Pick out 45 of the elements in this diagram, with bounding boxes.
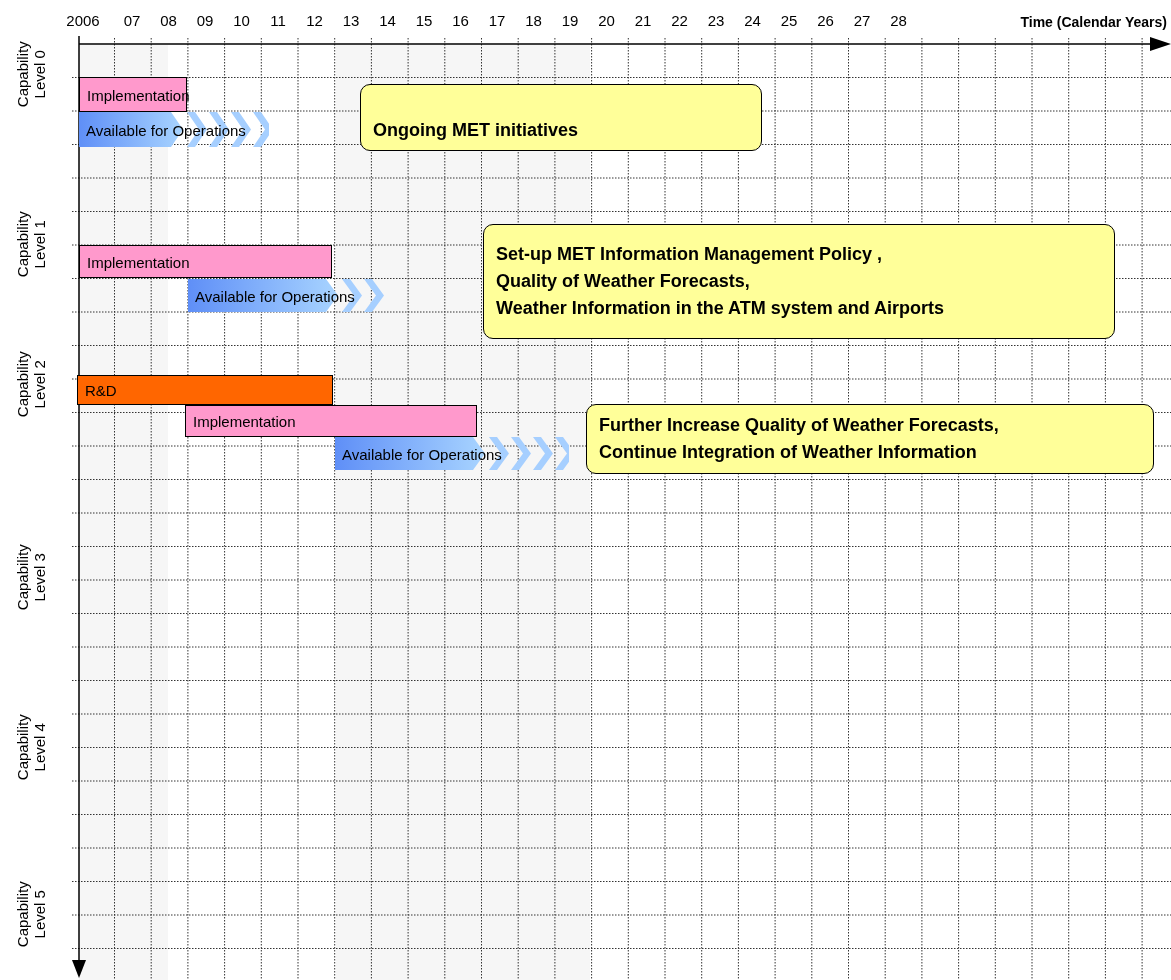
year-label: 26 xyxy=(817,12,834,29)
year-label: 08 xyxy=(160,12,177,29)
note-box xyxy=(360,84,762,151)
year-label: 2006 xyxy=(66,12,100,29)
year-label: 10 xyxy=(233,12,250,29)
year-label: 15 xyxy=(415,12,433,29)
note-box xyxy=(586,404,1154,474)
year-label: 25 xyxy=(780,12,798,29)
year-label: 13 xyxy=(342,12,360,29)
year-label: 11 xyxy=(270,12,286,29)
bar-label: Available for Operations xyxy=(86,121,246,138)
bar-label: Available for Operations xyxy=(342,445,502,462)
year-label: 09 xyxy=(196,12,214,29)
year-label: 28 xyxy=(890,12,907,29)
note-text: Ongoing MET initiatives xyxy=(373,119,578,142)
year-label: 17 xyxy=(488,12,506,29)
bar-label: Implementation xyxy=(193,412,296,430)
year-label: 18 xyxy=(525,12,542,29)
bar-label: Implementation xyxy=(87,253,190,270)
bar-label: Available for Operations xyxy=(195,287,355,304)
year-label: 20 xyxy=(598,12,615,29)
bar-label: R&D xyxy=(85,381,117,399)
year-label: 19 xyxy=(561,12,579,29)
row-label: Capability Level 1 xyxy=(13,210,49,280)
year-label: 27 xyxy=(853,12,871,29)
row-label: Capability Level 5 xyxy=(13,880,49,950)
timeline-bar xyxy=(185,405,477,437)
row-label: Capability Level 3 xyxy=(13,543,49,613)
note-box xyxy=(483,224,1115,339)
year-label: 16 xyxy=(452,12,469,29)
timeline-bar xyxy=(77,375,333,405)
year-label: 21 xyxy=(634,12,652,29)
axis-title: Time (Calendar Years) xyxy=(1020,14,1167,30)
timeline-bar xyxy=(79,245,332,278)
year-label: 07 xyxy=(123,12,141,29)
row-label: Capability Level 4 xyxy=(13,713,49,783)
note-text: Further Increase Quality of Weather Forecasts, Continue Integration of Weather Information xyxy=(599,414,999,464)
note-text: Set-up MET Information Management Policy , Quality of Weather Forecasts, Weather Information in the ATM system and Airports xyxy=(496,243,945,320)
year-label: 12 xyxy=(306,12,323,29)
year-label: 22 xyxy=(671,12,688,29)
year-label: 14 xyxy=(379,12,396,29)
year-label: 24 xyxy=(744,12,761,29)
row-label: Capability Level 2 xyxy=(13,350,49,420)
row-label: Capability Level 0 xyxy=(13,40,49,110)
year-label: 23 xyxy=(707,12,725,29)
